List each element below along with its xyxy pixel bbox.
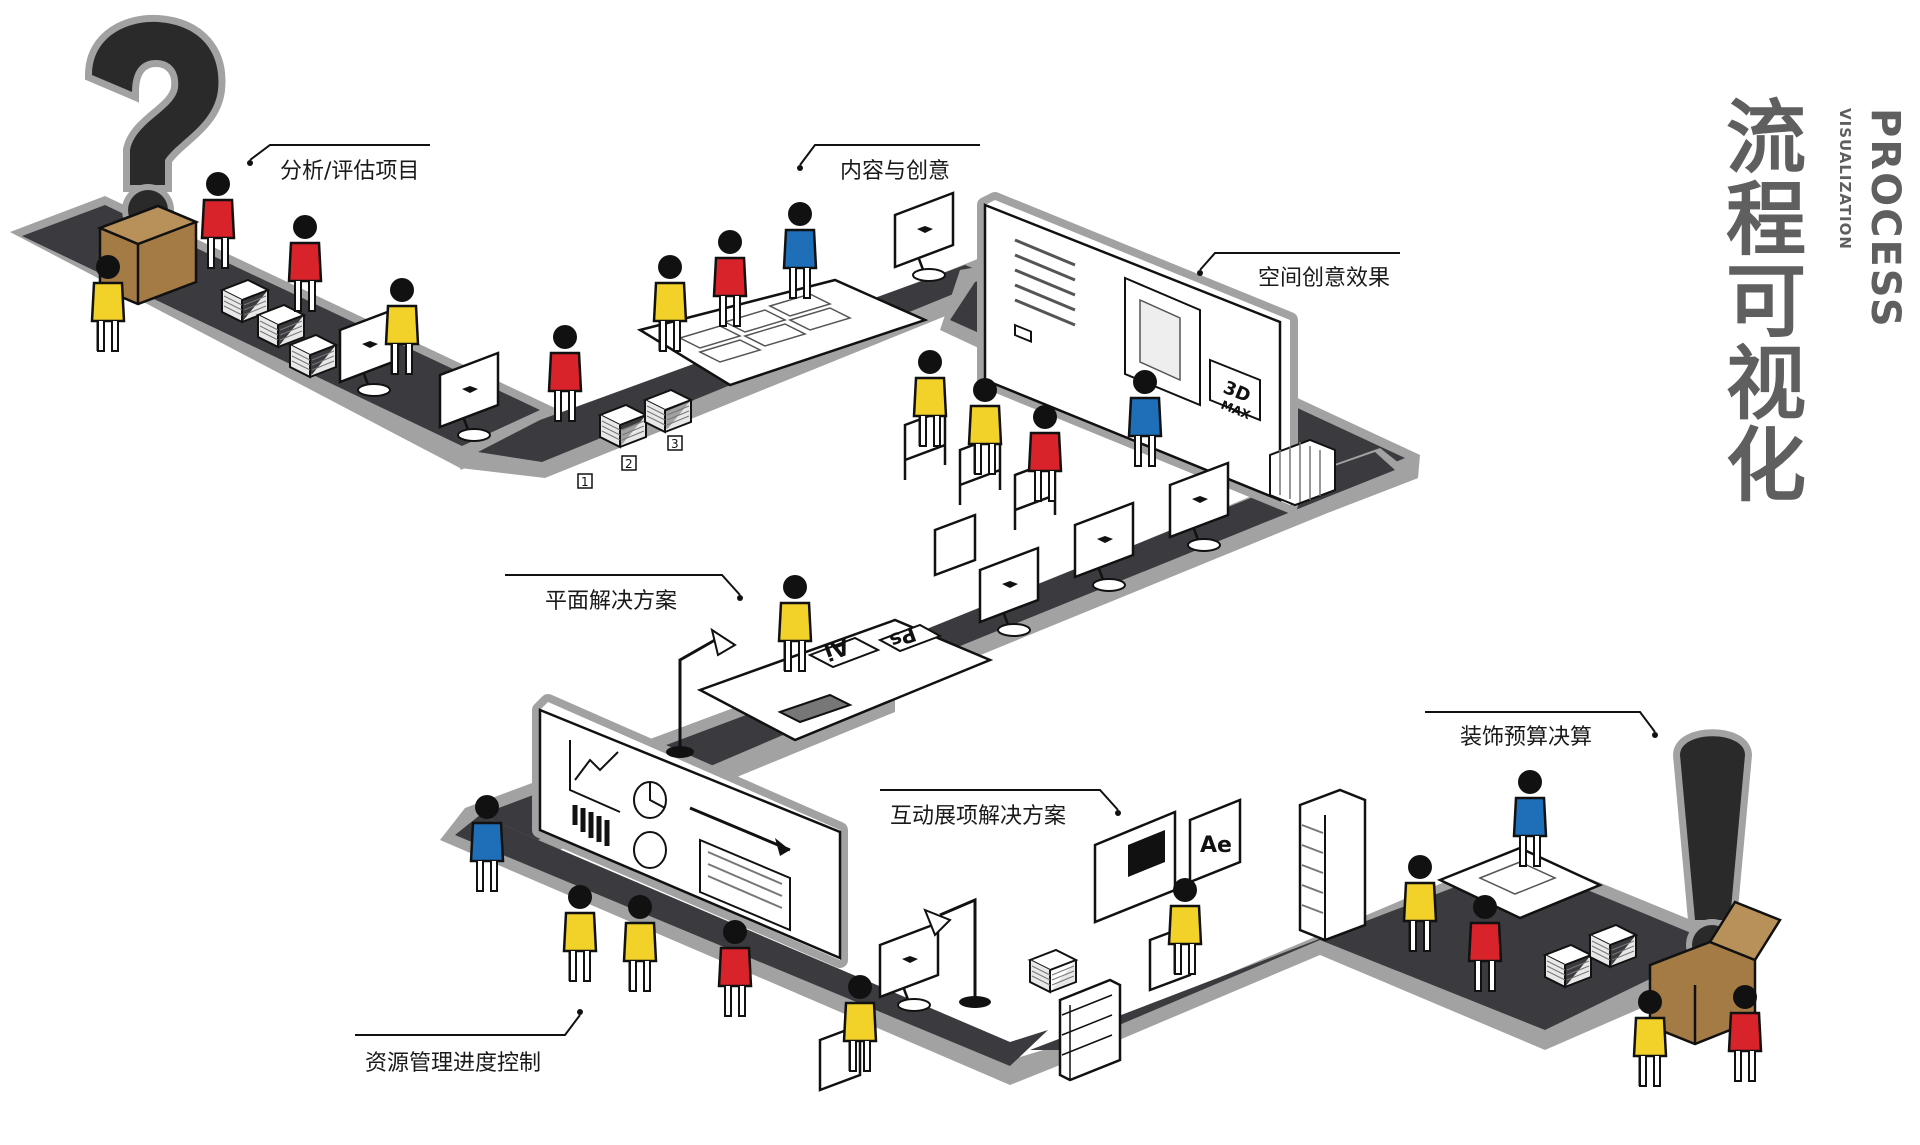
person-blue xyxy=(469,793,505,893)
person-yellow xyxy=(1632,988,1668,1088)
callout-interactive-label: 互动展项解决方案 xyxy=(890,804,1066,829)
floor-lamp-icon xyxy=(923,897,991,1008)
tag-1: 1 xyxy=(581,475,589,489)
interactive-screen: Ae xyxy=(1093,798,1242,924)
person-yellow xyxy=(90,253,126,353)
callout-interactive: 互动展项解决方案 xyxy=(880,789,1121,829)
space-render-screen: 3D MAX xyxy=(977,192,1298,513)
file-rack-icon xyxy=(1269,438,1336,507)
page-title: 流程可视化 xyxy=(1713,95,1806,505)
callout-budget: 装饰预算决算 xyxy=(1425,711,1658,750)
presentation-board xyxy=(532,694,848,968)
person-red xyxy=(717,918,753,1018)
callout-graphic-label: 平面解决方案 xyxy=(545,589,677,614)
callout-resource-label: 资源管理进度控制 xyxy=(365,1051,541,1076)
server-cabinet-icon xyxy=(1298,788,1367,942)
path-segment-7 xyxy=(1010,850,1740,1066)
path-segment-1 xyxy=(10,196,556,470)
drawer-cabinet-icon xyxy=(1058,978,1122,1082)
callout-analysis-label: 分析/评估项目 xyxy=(280,159,419,184)
callout-space-label: 空间创意效果 xyxy=(1258,266,1390,291)
callout-content: 内容与创意 xyxy=(797,144,980,184)
callout-budget-label: 装饰预算决算 xyxy=(1460,725,1592,750)
numbered-tags: 1 2 3 xyxy=(577,435,683,489)
desk-lamp-icon xyxy=(666,627,737,758)
callout-analysis: 分析/评估项目 xyxy=(247,144,430,184)
box-icon xyxy=(96,204,200,306)
tag-3: 3 xyxy=(671,437,679,451)
page-subtitle: PROCESS xyxy=(1862,108,1908,329)
page-subtitle-small: VISUALIZATION xyxy=(1836,108,1854,250)
callout-graphic: 平面解决方案 xyxy=(505,574,743,614)
person-yellow xyxy=(622,893,658,993)
person-red xyxy=(1727,983,1763,1083)
open-box-icon xyxy=(1648,900,1782,1046)
question-mark-icon xyxy=(84,14,226,236)
content-desk xyxy=(636,278,929,387)
tag-2: 2 xyxy=(625,457,633,471)
person-red xyxy=(547,323,583,423)
person-yellow xyxy=(562,883,598,983)
callout-content-label: 内容与创意 xyxy=(840,159,950,184)
ae-icon: Ae xyxy=(1200,833,1232,858)
person-blue xyxy=(782,200,818,300)
callout-space: 空间创意效果 xyxy=(1197,252,1400,291)
callout-resource: 资源管理进度控制 xyxy=(355,1009,583,1076)
